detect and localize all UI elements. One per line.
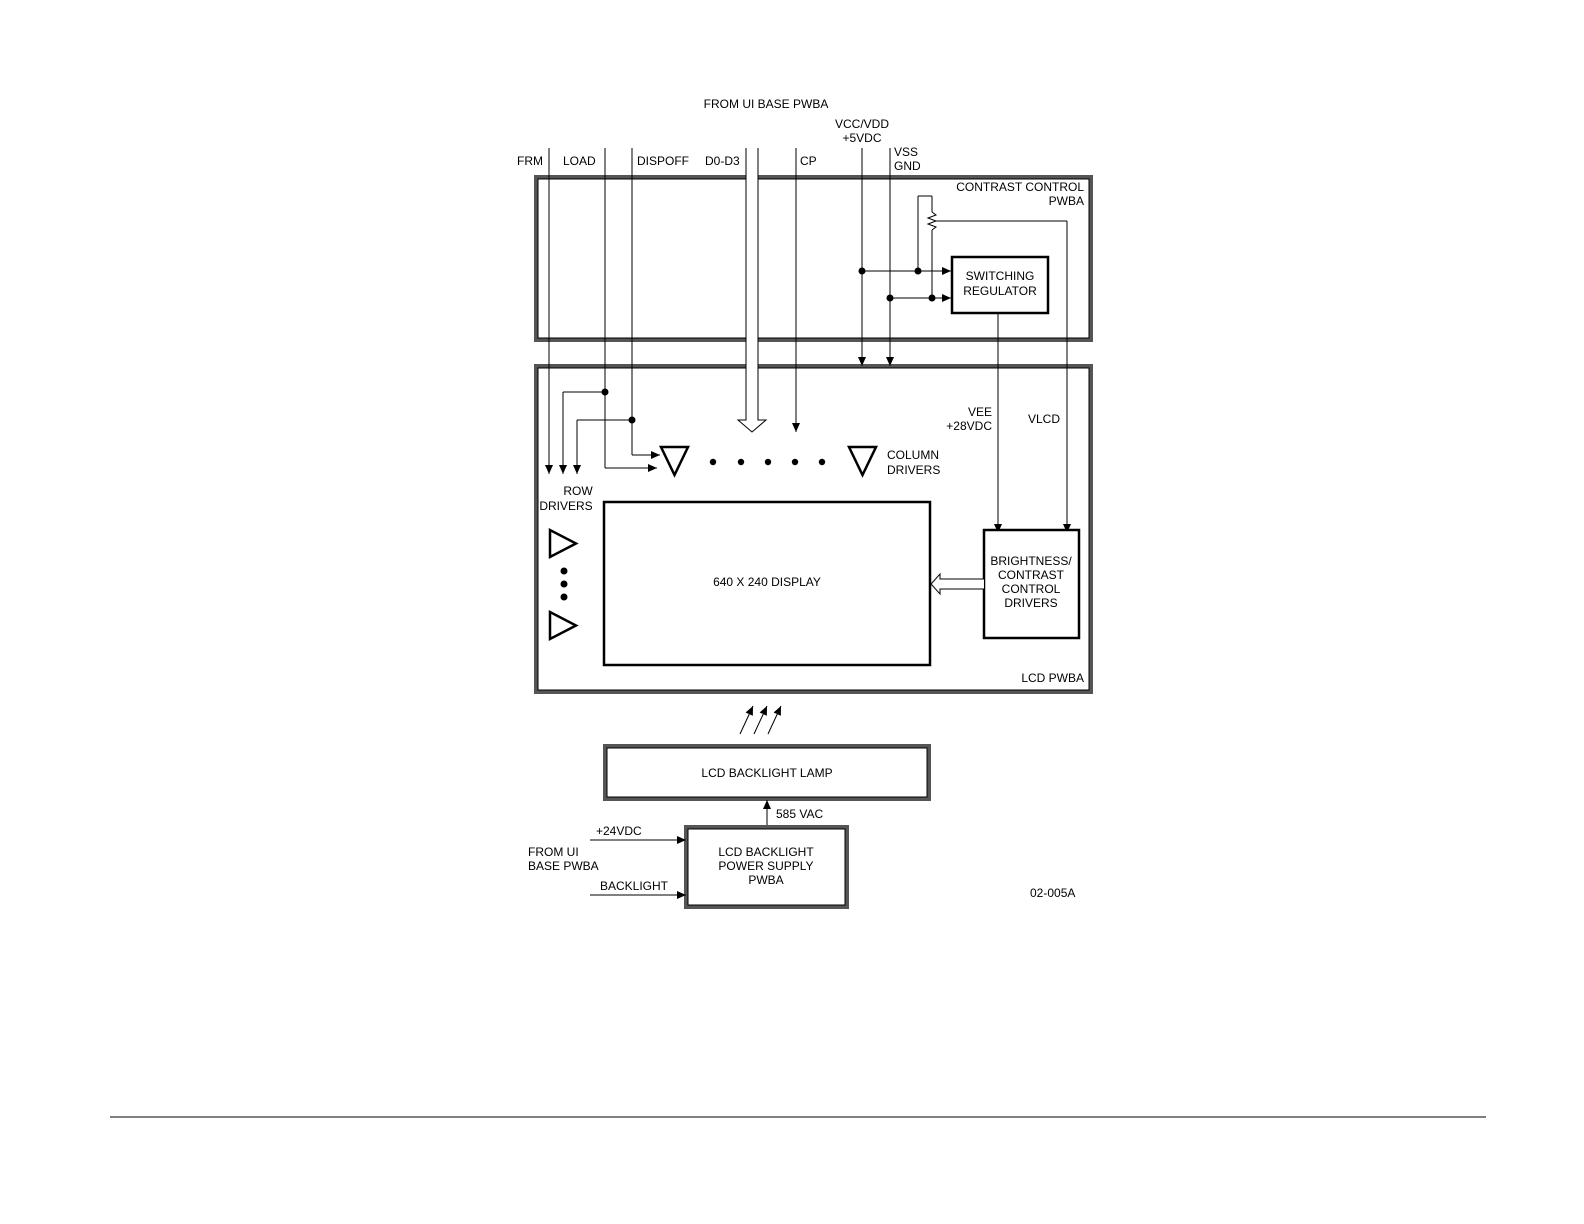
display-label: 640 X 240 DISPLAY <box>713 575 821 589</box>
plus5vdc-label: +5VDC <box>842 131 881 145</box>
backlight-lamp-label: LCD BACKLIGHT LAMP <box>701 766 832 780</box>
brightness-label-2: CONTRAST <box>998 568 1065 582</box>
brightness-label-3: CONTROL <box>1002 582 1061 596</box>
from-ui-base-top-label: FROM UI BASE PWBA <box>704 97 829 111</box>
vss-label: VSS <box>894 145 918 159</box>
signal-wires <box>545 148 1071 533</box>
contrast-control-label: CONTRAST CONTROL <box>956 180 1084 194</box>
column-drivers-label: COLUMN <box>887 448 939 462</box>
display-block: 640 X 240 DISPLAY <box>602 500 932 667</box>
plus28vdc-label: +28VDC <box>946 419 992 433</box>
switching-regulator-block: SWITCHING REGULATOR <box>950 255 1050 315</box>
vee-label: VEE <box>968 405 992 419</box>
frm-label: FRM <box>517 154 543 168</box>
row-drivers <box>548 527 579 642</box>
row-drivers-label: ROW <box>563 484 593 498</box>
brightness-contrast-drivers-block: BRIGHTNESS/ CONTRAST CONTROL DRIVERS <box>982 528 1081 640</box>
power-supply-label: LCD BACKLIGHT <box>718 845 814 859</box>
power-supply-block: LCD BACKLIGHT POWER SUPPLY PWBA <box>684 825 849 909</box>
from-ui-label: FROM UI <box>528 845 579 859</box>
vac585-label: 585 VAC <box>776 807 823 821</box>
brightness-label-4: DRIVERS <box>1004 596 1057 610</box>
drivers-to-display-arrow <box>930 572 984 596</box>
brightness-label: BRIGHTNESS/ <box>990 554 1072 568</box>
cp-label: CP <box>800 154 817 168</box>
contrast-control-label-2: PWBA <box>1049 194 1084 208</box>
lcd-pwba-label: LCD PWBA <box>1021 671 1084 685</box>
row-drivers-label-2: DRIVERS <box>539 499 592 513</box>
figure-id-label: 02-005A <box>1030 886 1075 900</box>
power-supply-label-3: PWBA <box>748 873 783 887</box>
column-drivers <box>659 445 878 478</box>
dispoff-label: DISPOFF <box>637 154 689 168</box>
gnd-label: GND <box>894 159 921 173</box>
switching-regulator-label: SWITCHING <box>966 269 1035 283</box>
vlcd-label: VLCD <box>1028 412 1060 426</box>
from-ui-label-2: BASE PWBA <box>528 859 599 873</box>
plus24vdc-label: +24VDC <box>596 824 642 838</box>
power-supply-label-2: POWER SUPPLY <box>718 859 813 873</box>
load-label: LOAD <box>563 154 596 168</box>
light-rays <box>739 705 782 735</box>
switching-regulator-label-2: REGULATOR <box>963 284 1037 298</box>
d0d3-label: D0-D3 <box>705 154 740 168</box>
backlight-label: BACKLIGHT <box>600 879 669 893</box>
vcc-vdd-label: VCC/VDD <box>835 117 889 131</box>
column-drivers-label-2: DRIVERS <box>887 463 940 477</box>
backlight-lamp-block: LCD BACKLIGHT LAMP <box>603 744 931 801</box>
